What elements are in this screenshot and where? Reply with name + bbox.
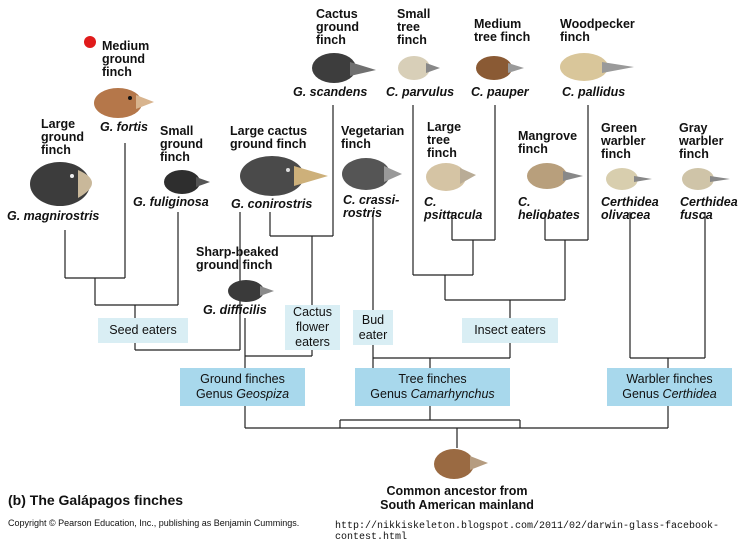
small-ground-finch-illustration xyxy=(164,170,210,194)
gray-warbler-finch-illustration xyxy=(682,168,730,190)
woodpecker-finch-illustration xyxy=(560,53,634,81)
warbler-genus-prefix: Genus xyxy=(622,387,663,401)
mangrove-finch-name: Mangrove finch xyxy=(518,129,578,156)
tree-finches-label: Tree finches xyxy=(398,372,467,386)
medium-tree-finch-illustration xyxy=(476,56,524,80)
vegetarian-finch-name: Vegetarian finch xyxy=(341,124,405,151)
mangrove-finch-illustration xyxy=(527,163,583,189)
insect-eaters-box: Insect eaters xyxy=(462,318,558,343)
seed-eaters-label: Seed eaters xyxy=(109,323,177,337)
small-ground-finch-name: Small ground finch xyxy=(160,124,204,164)
medium-ground-finch-illustration xyxy=(94,88,154,118)
tree-genus-name: Camarhynchus xyxy=(410,387,495,401)
small-tree-finch-illustration xyxy=(398,56,440,80)
warbler-genus-line: Genus Certhidea xyxy=(622,387,717,402)
common-ancestor-finch-illustration xyxy=(434,449,488,479)
ground-finches-label: Ground finches xyxy=(200,372,285,386)
ground-genus-prefix: Genus xyxy=(195,387,237,401)
common-ancestor-label: Common ancestor from South American main… xyxy=(380,484,534,512)
cactus-ground-finch-sci: G. scandens xyxy=(293,85,368,99)
sharp-beaked-ground-finch-sci: G. difficilis xyxy=(203,303,267,317)
gray-warbler-finch-name: Gray warbler finch xyxy=(679,121,724,161)
ground-genus-line: Genus Geospiza xyxy=(196,387,289,402)
woodpecker-finch-sci: C. pallidus xyxy=(562,85,626,99)
warbler-finches-label: Warbler finches xyxy=(626,372,713,386)
bud-eater-label: Bud eater xyxy=(358,312,388,342)
sharp-beaked-ground-finch-illustration xyxy=(228,280,274,302)
source-url[interactable]: http://nikkiskeleton.blogspot.com/2011/0… xyxy=(335,521,720,543)
cactus-ground-finch-illustration xyxy=(312,53,376,83)
large-cactus-ground-finch-illustration xyxy=(240,156,328,196)
ground-finches-genus-box: Ground finches Genus Geospiza xyxy=(180,368,305,406)
small-tree-finch-sci: C. parvulus xyxy=(386,85,455,99)
insect-eaters-label: Insect eaters xyxy=(474,323,546,337)
medium-tree-finch-name: Medium tree finch xyxy=(474,17,531,44)
small-tree-finch-name: Small tree finch xyxy=(397,7,431,47)
mangrove-finch-sci: C. heliobates xyxy=(518,195,580,222)
figure-caption: (b) The Galápagos finches xyxy=(8,492,184,508)
tree-finches-genus-box: Tree finches Genus Camarhynchus xyxy=(355,368,510,406)
large-cactus-ground-finch-sci: G. conirostris xyxy=(231,197,313,211)
medium-ground-finch-sci: G. fortis xyxy=(100,120,148,134)
selection-marker-dot xyxy=(84,36,96,48)
small-ground-finch-sci: G. fuliginosa xyxy=(133,195,209,209)
large-ground-finch-name: Large ground finch xyxy=(41,117,85,157)
vegetarian-finch-illustration xyxy=(342,158,402,190)
gray-warbler-finch-sci: Certhidea fusca xyxy=(680,195,738,222)
cactus-ground-finch-name: Cactus ground finch xyxy=(316,7,360,47)
green-warbler-finch-sci: Certhidea olivacea xyxy=(601,195,659,222)
tree-genus-line: Genus Camarhynchus xyxy=(370,387,494,402)
seed-eaters-box: Seed eaters xyxy=(98,318,188,343)
sharp-beaked-ground-finch-name: Sharp-beaked ground finch xyxy=(196,245,279,272)
woodpecker-finch-name: Woodpecker finch xyxy=(560,17,635,44)
cactus-flower-eaters-box: Cactus flower eaters xyxy=(285,305,340,350)
ground-genus-name: Geospiza xyxy=(236,387,290,401)
green-warbler-finch-illustration xyxy=(606,168,652,190)
tree-genus-prefix: Genus xyxy=(370,387,411,401)
large-tree-finch-sci: C. psittacula xyxy=(424,195,483,222)
green-warbler-finch-name: Green warbler finch xyxy=(601,121,646,161)
large-ground-finch-illustration xyxy=(30,162,92,206)
medium-ground-finch-name: Medium ground finch xyxy=(102,39,150,79)
warbler-genus-name: Certhidea xyxy=(662,387,717,401)
large-tree-finch-illustration xyxy=(426,163,476,191)
warbler-finches-genus-box: Warbler finches Genus Certhidea xyxy=(607,368,732,406)
medium-tree-finch-sci: C. pauper xyxy=(471,85,529,99)
vegetarian-finch-sci: C. crassi- rostris xyxy=(343,193,400,220)
cactus-flower-eaters-label: Cactus flower eaters xyxy=(293,305,332,349)
bud-eater-box: Bud eater xyxy=(353,310,393,345)
large-tree-finch-name: Large tree finch xyxy=(427,120,462,160)
large-ground-finch-sci: G. magnirostris xyxy=(7,209,100,223)
large-cactus-ground-finch-name: Large cactus ground finch xyxy=(230,124,308,151)
copyright-notice: Copyright © Pearson Education, Inc., pub… xyxy=(8,518,300,528)
